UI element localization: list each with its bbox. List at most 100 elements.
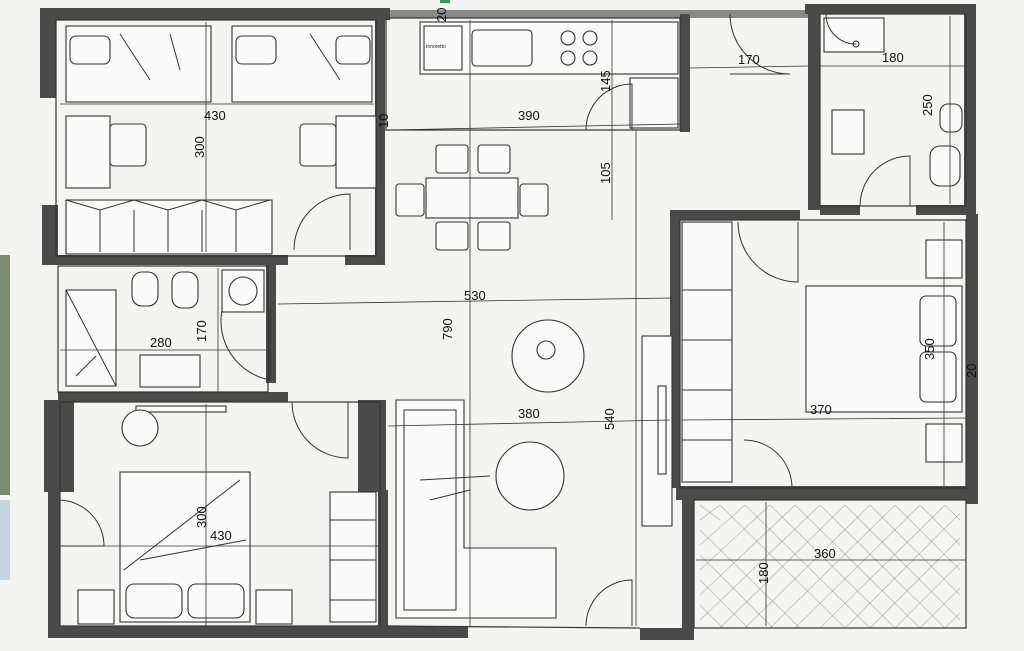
bidet-2 <box>939 103 963 133</box>
label-bath-left-width: 280 <box>150 335 172 350</box>
doors <box>59 13 911 627</box>
dining-set <box>395 144 549 251</box>
wall-left-upper <box>40 8 56 98</box>
balcony-hatch <box>699 504 961 629</box>
wall-top-right <box>805 4 975 14</box>
dining-chair-1 <box>435 144 469 174</box>
label-kitchen-width: 390 <box>518 108 540 123</box>
kitchen-outline <box>385 17 681 131</box>
bedroom3-furniture <box>77 405 377 625</box>
dimension-labels: 20 430 300 10 390 145 105 170 180 250 53… <box>150 8 979 584</box>
wardrobe3-dividers <box>330 519 376 601</box>
wardrobe-bedroom2 <box>681 221 733 483</box>
nightstand-1 <box>77 589 115 625</box>
shower-diagonal <box>65 289 117 387</box>
washbasin-2 <box>831 109 865 155</box>
door-shower2 <box>825 13 857 45</box>
kitchen-furniture: Innoretto <box>419 21 679 129</box>
toilet-1 <box>171 271 199 309</box>
door-bath2 <box>859 155 911 207</box>
balcony-hatch-a <box>699 504 961 629</box>
door-bedroom3 <box>291 401 349 459</box>
left-photo-edge <box>0 255 10 495</box>
burner-1 <box>560 30 576 46</box>
chair-right <box>299 123 337 167</box>
desk-left <box>65 115 111 189</box>
wall-left-lower <box>48 492 60 632</box>
wall-right-upper <box>964 4 976 214</box>
door-entry-hall <box>729 13 791 75</box>
living-bottom-line <box>385 625 641 629</box>
wall-balcony-top <box>676 486 976 500</box>
desk-right <box>335 115 377 189</box>
bath1-fixtures <box>65 269 265 388</box>
toilet-2 <box>929 145 961 187</box>
pillow-2 <box>235 35 277 65</box>
label-bottom-bedroom-height: 300 <box>194 506 209 528</box>
dimension-lines <box>60 16 967 626</box>
label-lounge-depth: 540 <box>602 408 617 430</box>
tv-bedroom3 <box>135 405 227 413</box>
wall-top-left <box>40 8 390 20</box>
sink <box>471 29 533 67</box>
label-kitchen-gap: 145 <box>598 70 613 92</box>
tv <box>657 385 667 475</box>
bed2-pillow-2 <box>919 351 957 403</box>
wall-bath2-left <box>808 10 820 210</box>
coffee-table <box>495 441 565 511</box>
nightstand-2 <box>255 589 293 625</box>
bath1-outline <box>57 265 269 393</box>
pillow-3 <box>335 35 371 65</box>
label-balcony-width: 360 <box>814 546 836 561</box>
tv-unit <box>641 335 673 527</box>
burner-2 <box>582 30 598 46</box>
label-living-depth: 790 <box>440 318 455 340</box>
wall-balcony-left <box>682 500 694 640</box>
pillow-1 <box>69 35 111 65</box>
wall-bedroom2-top <box>670 210 800 220</box>
wall-lower-bedroom-right <box>378 490 388 630</box>
wall-bath2-bottom-a <box>820 205 860 215</box>
bed-pillow-1 <box>125 583 183 619</box>
wall-bedroom2-left <box>670 212 680 488</box>
wall-bottom-left <box>48 626 468 638</box>
label-hall-width: 170 <box>738 52 760 67</box>
wall-bottom-mid <box>640 628 690 640</box>
label-lounge-width: 380 <box>518 406 540 421</box>
label-living-width: 530 <box>464 288 486 303</box>
walls <box>40 4 978 640</box>
wall-left-pillar <box>44 400 74 492</box>
label-bath-top-width: 180 <box>882 50 904 65</box>
label-bottom-bedroom-width: 430 <box>210 528 232 543</box>
label-bedroom-top-height: 300 <box>192 136 207 158</box>
round-chair <box>121 409 159 447</box>
wall-hall-left <box>680 14 690 132</box>
wardrobe2-dividers <box>682 289 732 441</box>
bedroom3-outline <box>59 401 381 627</box>
bed-sheet <box>123 479 247 571</box>
wall-lower-pillar <box>358 400 386 492</box>
kitchen-cabinet <box>629 77 679 129</box>
door-balcony <box>585 579 633 627</box>
label-bath-left-height: 170 <box>194 320 209 342</box>
bath2-outline <box>819 13 967 207</box>
sofa-seat <box>403 409 457 611</box>
dim-line-380 <box>387 419 671 427</box>
dining-chair-4 <box>477 221 511 251</box>
label-top-wall: 20 <box>434 8 449 22</box>
burner-4 <box>582 50 598 66</box>
label-kitchen-offset: 10 <box>376 114 391 128</box>
sofa-l <box>395 399 557 619</box>
label-bath-top-height: 250 <box>920 94 935 116</box>
door-bedroom3-closet <box>59 499 105 547</box>
door-bedroom1 <box>293 193 351 251</box>
dining-chair-2 <box>477 144 511 174</box>
door-bedroom2 <box>737 221 799 283</box>
wall-bath2-bottom-b <box>916 205 968 215</box>
armchair-person <box>536 340 556 360</box>
living-furniture <box>395 319 673 619</box>
dining-chair-5 <box>395 183 425 217</box>
label-balcony-depth: 180 <box>756 562 771 584</box>
wall-top-mid <box>390 10 810 18</box>
